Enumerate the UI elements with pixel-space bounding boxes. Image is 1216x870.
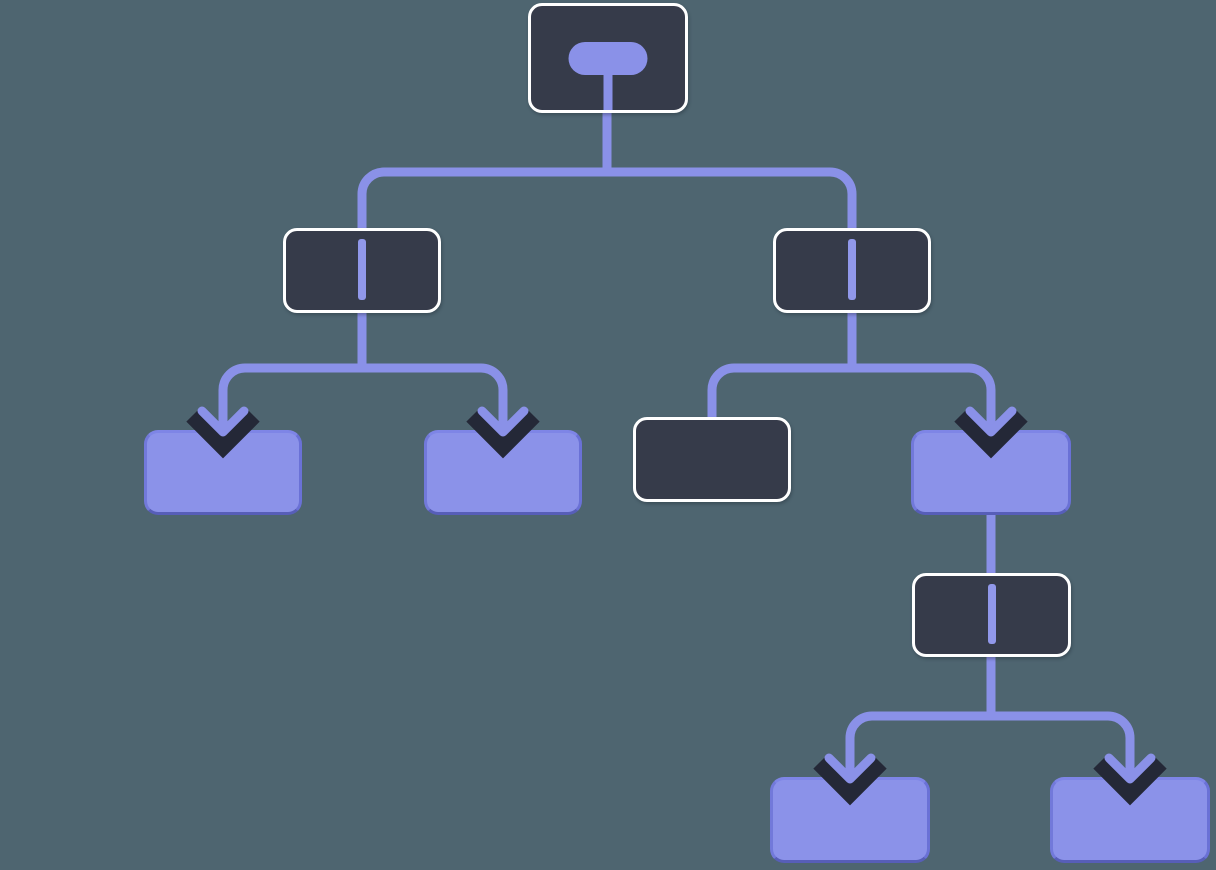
edge-split-top (357, 167, 857, 232)
edge-split-left (218, 363, 508, 430)
leaf-node-3[interactable] (633, 417, 791, 502)
arrowhead-down-icon (197, 406, 249, 437)
chevron-down-icon (466, 410, 540, 459)
chevron-down-icon (954, 410, 1028, 459)
arrow-terminator (954, 402, 1028, 459)
arrowhead-down-icon (824, 753, 876, 784)
chevron-down-icon (813, 757, 887, 806)
root-stem-line (603, 70, 613, 110)
chevron-down-icon (186, 410, 260, 459)
arrow-terminator (813, 749, 887, 806)
branch-node-right[interactable] (773, 228, 931, 313)
root-pill-icon (568, 42, 648, 75)
edge-split-bottom (845, 711, 1135, 777)
arrowhead-down-icon (965, 406, 1017, 437)
arrow-terminator (1093, 749, 1167, 806)
arrow-terminator (186, 402, 260, 459)
root-node[interactable] (528, 3, 688, 113)
branch-node-left[interactable] (283, 228, 441, 313)
pass-through-line (987, 584, 996, 644)
chevron-down-icon (1093, 757, 1167, 806)
arrowhead-down-icon (1104, 753, 1156, 784)
branch-node-lower[interactable] (912, 573, 1071, 657)
edge-split-right (707, 363, 996, 430)
pass-through-line (358, 239, 366, 300)
pass-through-line (848, 239, 856, 300)
arrowhead-down-icon (477, 406, 529, 437)
arrow-terminator (466, 402, 540, 459)
